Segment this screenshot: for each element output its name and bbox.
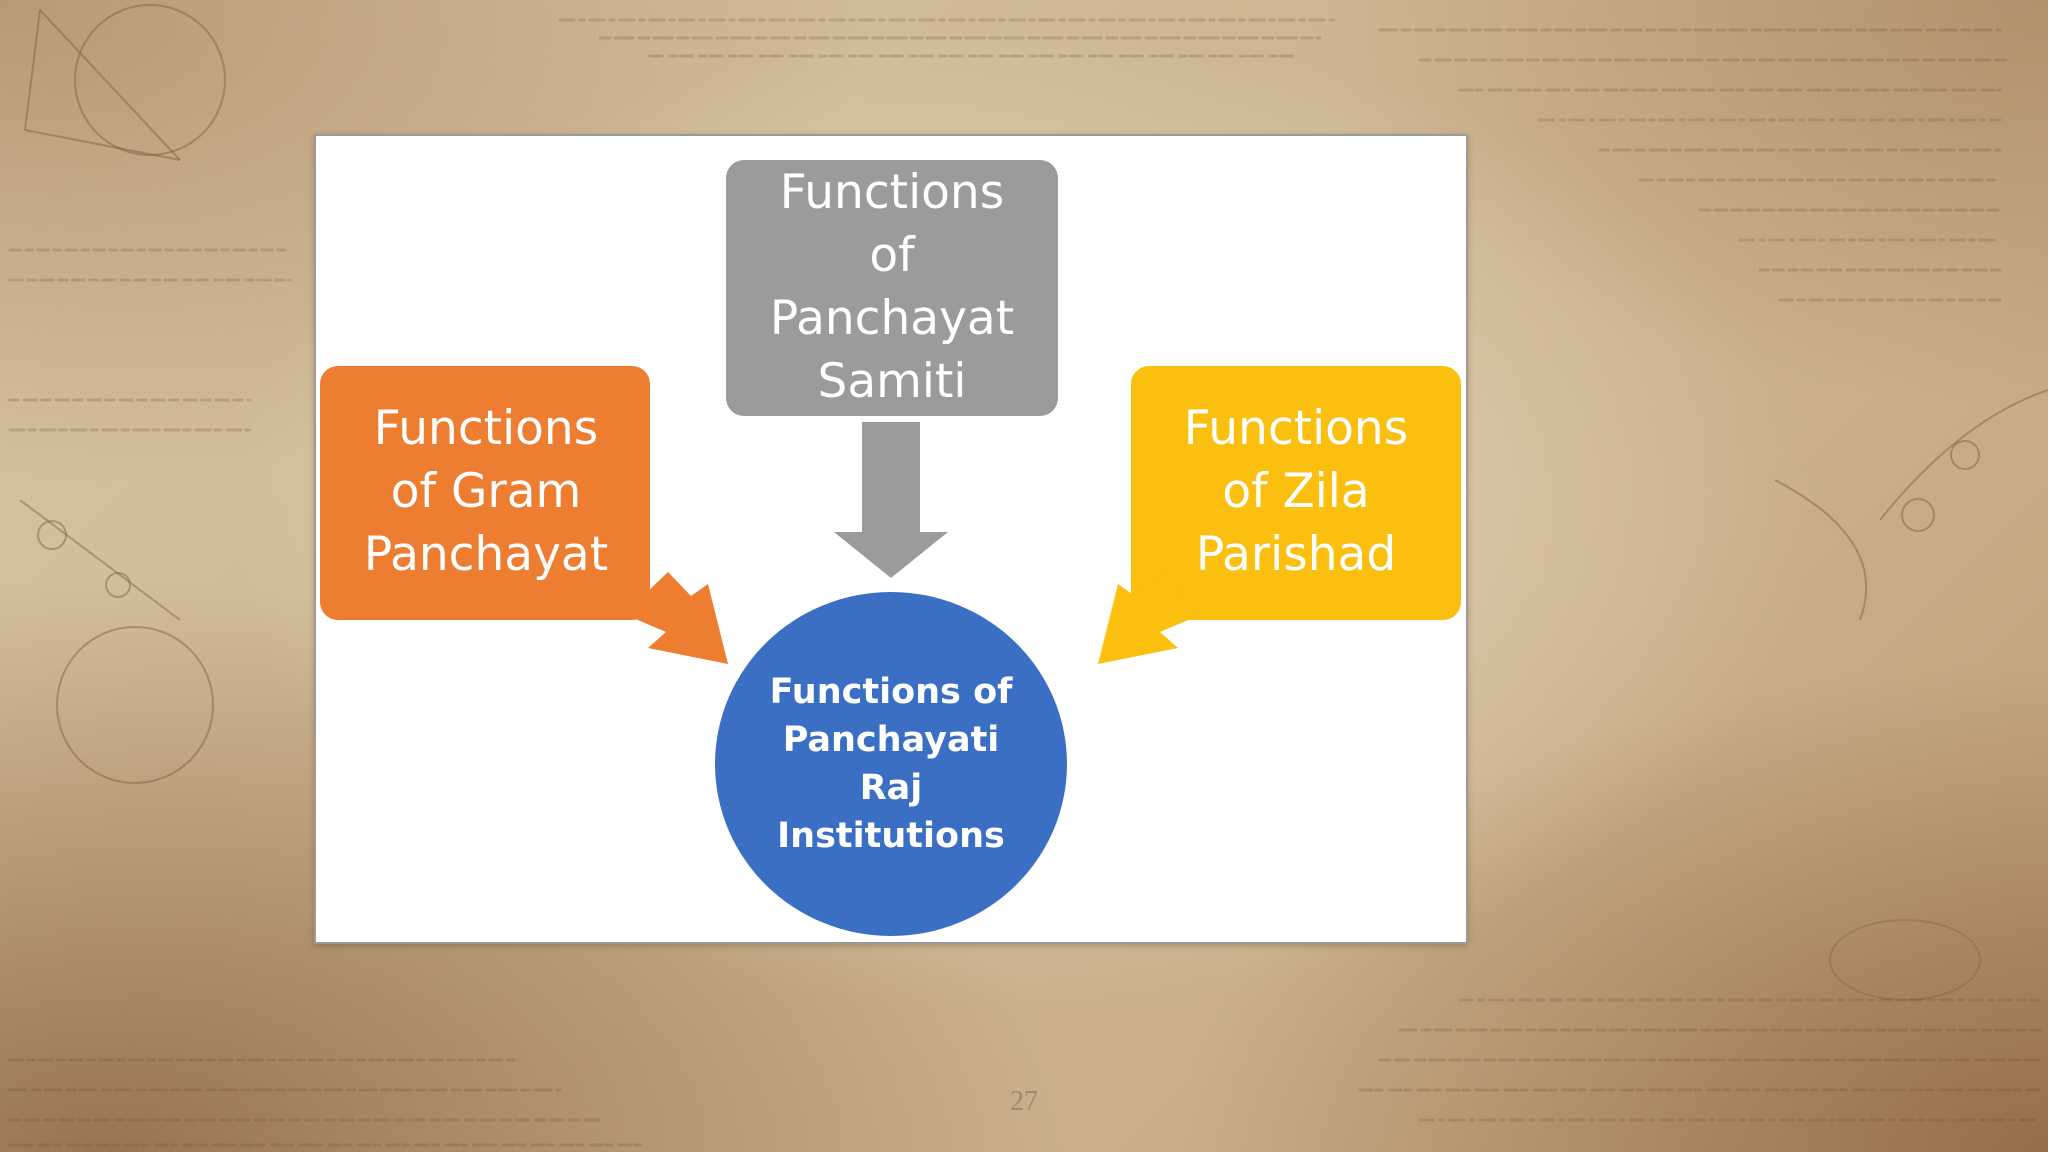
samiti-arrow	[834, 422, 948, 578]
center-label-line-4: Institutions	[777, 816, 1005, 856]
gram-arrow	[624, 572, 728, 664]
gram-box	[320, 366, 650, 620]
samiti-label-line-3: Panchayat	[770, 291, 1014, 346]
zila-label: Functions of Zila Parishad	[1184, 401, 1408, 582]
zila-label-line-3: Parishad	[1196, 527, 1396, 582]
page-number: 27	[1010, 1086, 1038, 1117]
center-label: Functions of Panchayati Raj Institutions	[770, 672, 1014, 856]
samiti-box	[726, 160, 1058, 416]
diagram-image-frame: Functions of Panchayat Samiti Functions …	[314, 134, 1468, 944]
zila-arrow	[1098, 572, 1202, 664]
samiti-label: Functions of Panchayat Samiti	[770, 165, 1014, 409]
zila-label-line-2: of Zila	[1222, 464, 1369, 519]
panchayati-raj-diagram: Functions of Panchayat Samiti Functions …	[320, 160, 1461, 936]
center-circle	[715, 592, 1067, 936]
gram-label: Functions of Gram Panchayat	[364, 401, 608, 582]
center-label-line-3: Raj	[860, 768, 923, 808]
samiti-label-line-2: of	[869, 228, 916, 283]
center-label-line-1: Functions of	[770, 672, 1014, 712]
gram-label-line-1: Functions	[374, 401, 598, 456]
center-label-line-2: Panchayati	[783, 720, 1000, 760]
gram-label-line-3: Panchayat	[364, 527, 608, 582]
samiti-label-line-1: Functions	[780, 165, 1004, 220]
zila-label-line-1: Functions	[1184, 401, 1408, 456]
gram-label-line-2: of Gram	[391, 464, 582, 519]
zila-box	[1131, 366, 1461, 620]
samiti-label-line-4: Samiti	[818, 354, 967, 409]
